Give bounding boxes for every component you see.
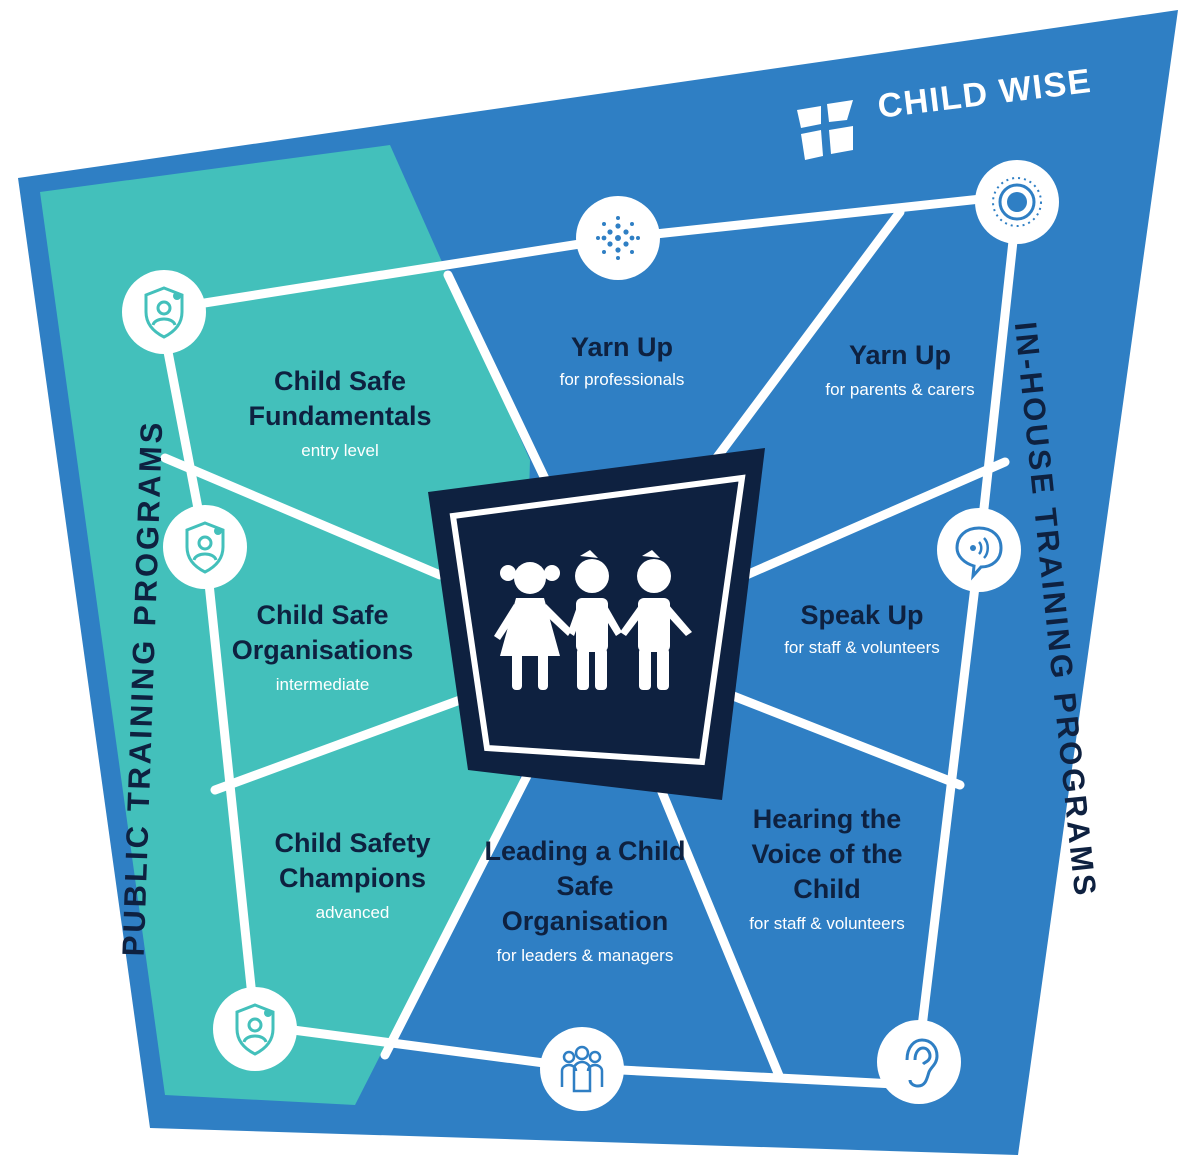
program-title: Child Safety Champions <box>274 828 431 893</box>
speech-bubble-node[interactable] <box>937 508 1021 592</box>
shield-person-3-node[interactable] <box>213 987 297 1071</box>
program-title: Yarn Up <box>848 340 952 370</box>
program-title: Leading a Child Safe Organisation <box>484 836 686 936</box>
program-title: Child Safe Organisations <box>231 600 414 665</box>
program-leading-child-safe-organisation: Leading a Child Safe Organisation for le… <box>480 834 690 966</box>
program-subtitle: for leaders & managers <box>496 946 674 965</box>
ear-node[interactable] <box>877 1020 961 1104</box>
program-child-safety-champions: Child Safety Champions advanced <box>235 826 470 923</box>
target-node[interactable] <box>975 160 1059 244</box>
program-subtitle: for staff & volunteers <box>784 638 940 657</box>
program-title: Yarn Up <box>570 332 674 362</box>
children-holding-hands-icon <box>494 550 692 690</box>
dot-circle-node[interactable] <box>576 196 660 280</box>
ear-icon <box>905 1038 939 1088</box>
center-box-inner <box>449 474 746 766</box>
group-node[interactable] <box>540 1027 624 1111</box>
shield-person-1-icon <box>144 286 184 339</box>
shield-person-2-node[interactable] <box>163 505 247 589</box>
program-yarn-up-parents: Yarn Up for parents & carers <box>820 338 980 400</box>
shield-person-3-icon <box>235 1003 275 1056</box>
program-subtitle: for parents & carers <box>825 380 975 399</box>
target-icon <box>992 177 1042 227</box>
program-title: Speak Up <box>800 600 924 630</box>
program-subtitle: for professionals <box>559 370 685 389</box>
public-panel <box>40 145 530 1105</box>
program-child-safe-fundamentals: Child Safe Fundamentals entry level <box>215 364 465 461</box>
connector-lines <box>155 190 1023 1090</box>
shield-person-2-icon <box>185 521 225 574</box>
program-hearing-the-voice: Hearing the Voice of the Child for staff… <box>732 802 922 934</box>
program-speak-up: Speak Up for staff & volunteers <box>782 598 942 658</box>
program-child-safe-organisations: Child Safe Organisations intermediate <box>205 598 440 695</box>
program-subtitle: for staff & volunteers <box>749 914 905 933</box>
shield-person-1-node[interactable] <box>122 270 206 354</box>
program-title: Hearing the Voice of the Child <box>751 804 903 904</box>
program-yarn-up-professionals: Yarn Up for professionals <box>512 330 732 390</box>
speech-bubble-icon <box>955 526 1003 581</box>
program-title: Child Safe Fundamentals <box>248 366 432 431</box>
program-subtitle: advanced <box>315 903 390 922</box>
group-icon <box>560 1045 604 1093</box>
child-wise-logo-icon <box>797 100 853 160</box>
dot-circle-icon <box>596 216 640 260</box>
program-subtitle: entry level <box>301 441 379 460</box>
program-subtitle: intermediate <box>275 675 370 694</box>
